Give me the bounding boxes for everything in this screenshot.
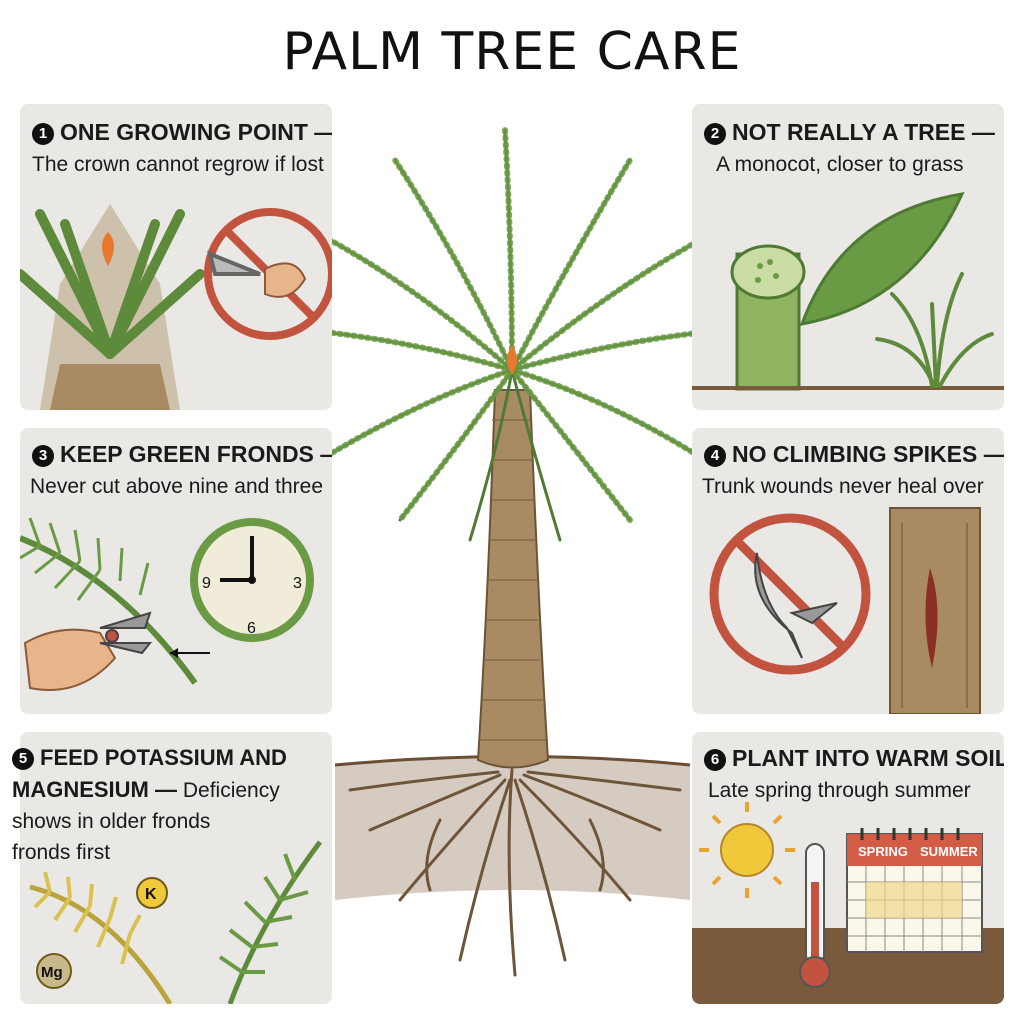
tip-text: Never cut above nine and three (30, 475, 324, 498)
frond-leaflets (302, 127, 728, 523)
planting-season-illustration: SPRING SUMMER (692, 802, 1004, 1004)
clock-three: 3 (293, 575, 302, 592)
tip-text: Deficiency (182, 779, 280, 802)
sun-icon (699, 802, 795, 898)
potassium-badge (136, 877, 168, 909)
pruning-shears-icon (207, 250, 261, 276)
clock-nine: 9 (202, 575, 211, 592)
thermometer-icon (799, 843, 831, 988)
tip-text: The crown cannot regrow if lost (32, 153, 324, 176)
calendar-icon (846, 828, 983, 953)
clock-icon (190, 518, 314, 642)
page-title: PALM TREE CARE (282, 22, 742, 82)
trunk (476, 389, 550, 769)
tip-panel-5: K Mg (20, 732, 332, 1004)
calendar-label-spring: SPRING (858, 844, 908, 859)
calendar-label-summer: SUMMER (920, 844, 978, 859)
frond-pruning-illustration: 9 3 6 (20, 517, 314, 691)
tip-text: Trunk wounds never heal over (702, 475, 984, 498)
tip-heading: FEED POTASSIUM AND (40, 745, 287, 770)
crown-illustration (20, 204, 332, 410)
growing-point-icon (102, 232, 114, 266)
growing-point-icon (507, 345, 517, 375)
magnesium-badge (36, 953, 72, 989)
clock-six: 6 (247, 620, 256, 637)
prohibition-sign-icon (709, 513, 871, 675)
trunk-wound-illustration (709, 507, 981, 714)
potassium-label: K (145, 886, 157, 903)
roots (348, 768, 682, 977)
hand-icon (264, 262, 307, 298)
hand-icon (23, 628, 117, 691)
tip-text: Late spring through summer (708, 779, 971, 802)
tip-text-cont: shows in older fronds (12, 810, 211, 833)
magnesium-label: Mg (41, 964, 63, 981)
climbing-spike-icon (754, 552, 838, 659)
pruning-shears-icon (99, 611, 153, 655)
monocot-illustration (692, 192, 1004, 391)
nutrient-deficiency-illustration: K Mg (29, 840, 323, 1004)
tip-text: A monocot, closer to grass (716, 153, 964, 176)
tip-heading-cont: MAGNESIUM — (12, 777, 177, 802)
tip-text-cont2: fronds first (12, 841, 111, 864)
trunk-wound (925, 568, 938, 668)
grass-icon (875, 272, 994, 388)
